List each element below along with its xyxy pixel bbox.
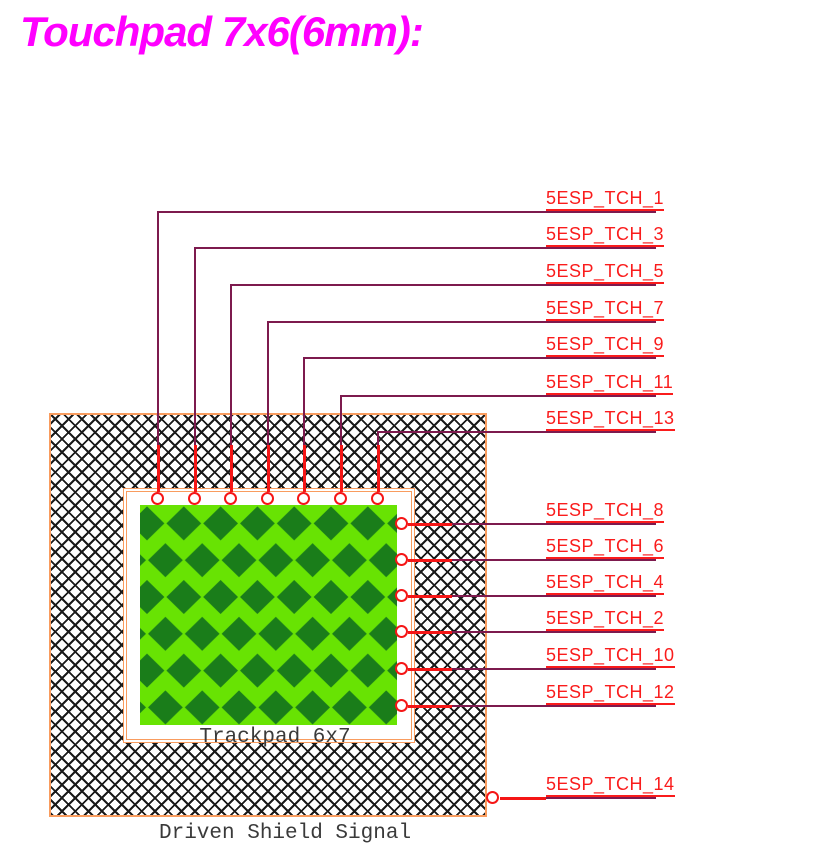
pin-circle <box>188 492 201 505</box>
net-wire-vertical <box>230 284 232 446</box>
net-wire-horizontal <box>452 631 656 633</box>
net-label-text: 5ESP_TCH_11 <box>546 373 674 395</box>
pin-stub <box>408 594 452 598</box>
net-wire-horizontal <box>452 559 656 561</box>
pin-stub <box>229 445 233 492</box>
net-label: 5ESP_TCH_4 <box>546 573 665 595</box>
pin-circle <box>486 791 499 804</box>
net-label: 5ESP_TCH_11 <box>546 373 674 395</box>
net-wire-vertical <box>157 211 159 446</box>
net-label: 5ESP_TCH_8 <box>546 501 665 523</box>
net-wire-horizontal <box>452 705 656 707</box>
net-label-text: 5ESP_TCH_12 <box>546 683 675 705</box>
net-label-text: 5ESP_TCH_9 <box>546 335 665 357</box>
trackpad-pattern <box>140 505 397 725</box>
net-label: 5ESP_TCH_1 <box>546 189 665 211</box>
net-wire-horizontal <box>340 395 656 397</box>
net-label-text: 5ESP_TCH_10 <box>546 646 675 668</box>
trackpad-diamond-grid <box>140 505 397 725</box>
net-wire-vertical <box>340 395 342 446</box>
pin-stub <box>408 704 452 708</box>
net-label-text: 5ESP_TCH_14 <box>546 775 675 797</box>
page-title: Touchpad 7x6(6mm): <box>20 8 424 55</box>
pin-stub <box>408 558 452 562</box>
net-wire-horizontal <box>303 357 656 359</box>
pin-stub <box>408 522 452 526</box>
net-label-text: 5ESP_TCH_4 <box>546 573 665 595</box>
net-label: 5ESP_TCH_3 <box>546 225 665 247</box>
pin-stub <box>500 796 546 800</box>
net-wire-horizontal <box>546 797 656 799</box>
net-wire-vertical <box>194 247 196 446</box>
trackpad-caption: Trackpad 6x7 <box>199 726 351 749</box>
net-label-text: 5ESP_TCH_8 <box>546 501 665 523</box>
pin-circle <box>261 492 274 505</box>
pin-circle <box>395 699 408 712</box>
net-wire-horizontal <box>452 668 656 670</box>
net-wire-horizontal <box>157 211 656 213</box>
net-wire-vertical <box>303 357 305 446</box>
net-wire-horizontal <box>452 523 656 525</box>
net-label-text: 5ESP_TCH_7 <box>546 299 665 321</box>
net-label-text: 5ESP_TCH_13 <box>546 409 675 431</box>
pin-stub <box>302 445 306 492</box>
net-wire-horizontal <box>377 431 656 433</box>
net-label: 5ESP_TCH_5 <box>546 262 665 284</box>
pin-stub <box>339 445 343 492</box>
net-label: 5ESP_TCH_7 <box>546 299 665 321</box>
net-label: 5ESP_TCH_9 <box>546 335 665 357</box>
pin-stub <box>408 667 452 671</box>
pin-stub <box>408 630 452 634</box>
pin-circle <box>395 589 408 602</box>
net-wire-horizontal <box>230 284 656 286</box>
net-wire-horizontal <box>194 247 656 249</box>
pin-circle <box>395 662 408 675</box>
net-label: 5ESP_TCH_6 <box>546 537 665 559</box>
net-wire-vertical <box>377 431 379 446</box>
pin-stub <box>193 445 197 492</box>
net-label-text: 5ESP_TCH_3 <box>546 225 665 247</box>
net-label-text: 5ESP_TCH_2 <box>546 609 665 631</box>
net-wire-horizontal <box>452 595 656 597</box>
pin-circle <box>334 492 347 505</box>
pin-circle <box>395 553 408 566</box>
net-label: 5ESP_TCH_14 <box>546 775 675 797</box>
net-label: 5ESP_TCH_10 <box>546 646 675 668</box>
shield-caption: Driven Shield Signal <box>159 822 412 845</box>
net-label-text: 5ESP_TCH_5 <box>546 262 665 284</box>
pin-circle <box>151 492 164 505</box>
pin-stub <box>266 445 270 492</box>
net-label: 5ESP_TCH_12 <box>546 683 675 705</box>
net-label: 5ESP_TCH_2 <box>546 609 665 631</box>
pin-circle <box>224 492 237 505</box>
pin-stub <box>156 445 160 492</box>
pin-stub <box>376 445 380 492</box>
net-label: 5ESP_TCH_13 <box>546 409 675 431</box>
net-label-text: 5ESP_TCH_1 <box>546 189 665 211</box>
pin-circle <box>371 492 384 505</box>
net-label-text: 5ESP_TCH_6 <box>546 537 665 559</box>
net-wire-vertical <box>267 321 269 446</box>
pin-circle <box>395 517 408 530</box>
pin-circle <box>297 492 310 505</box>
net-wire-horizontal <box>267 321 656 323</box>
pin-circle <box>395 625 408 638</box>
